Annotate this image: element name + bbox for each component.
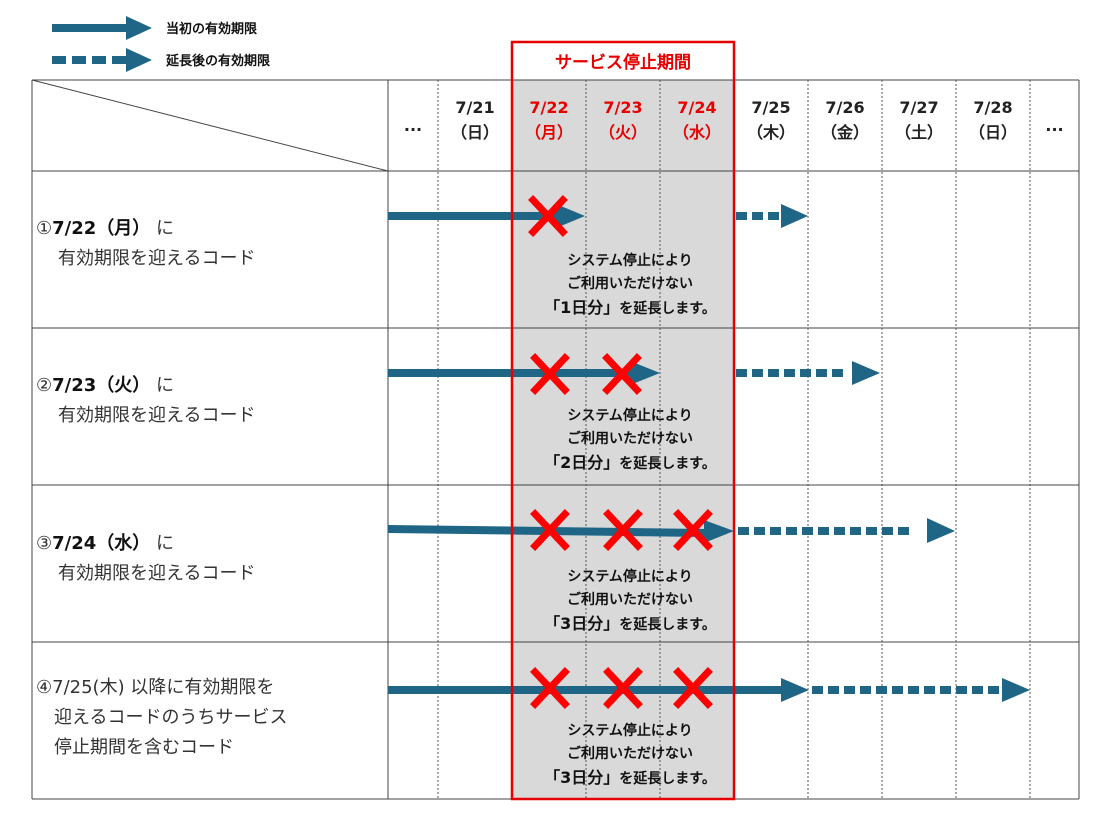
row-1-label: ①7/22（月） に 有効期限を迎えるコード [36, 218, 256, 269]
cross-icon [602, 353, 642, 395]
stop-period-frame [510, 40, 736, 801]
cross-icon [528, 195, 568, 237]
header-col-ellipsis-end: ... [1045, 116, 1064, 135]
header-col-ellipsis-start: ... [403, 116, 423, 135]
cross-icon [530, 667, 570, 709]
stop-period-title: サービス停止期間 [555, 53, 691, 73]
row-4-label: ④7/25(木) 以降に有効期限を 迎えるコードのうちサービス 停止期間を含むコ… [36, 677, 288, 758]
header-col-0722: 7/22（月） [524, 98, 573, 142]
row-2-note: システム停止により ご利用いただけない 「2日分」を延長します。 [544, 408, 716, 472]
header-col-0725: 7/25（木） [746, 98, 795, 142]
cross-icon [673, 509, 713, 551]
cross-icon [603, 667, 643, 709]
header-col-0728: 7/28（日） [968, 98, 1017, 142]
legend-dotted-arrow-icon [52, 48, 152, 72]
header-col-0727: 7/27（土） [894, 98, 943, 142]
cross-icon [603, 509, 643, 551]
legend-solid-arrow-icon [52, 16, 152, 40]
legend-solid-label: 当初の有効期限 [166, 22, 258, 37]
row-4-note: システム停止により ご利用いただけない 「3日分」を延長します。 [544, 723, 716, 787]
cross-icon [530, 509, 570, 551]
header-col-0721: 7/21（日） [450, 98, 499, 142]
cross-icon [530, 353, 570, 395]
row-3-note: システム停止により ご利用いただけない 「3日分」を延長します。 [544, 569, 716, 633]
header-col-0726: 7/26（金） [820, 98, 869, 142]
row-2-label: ②7/23（火） に 有効期限を迎えるコード [36, 375, 256, 426]
cross-icon [673, 667, 713, 709]
row-1-note: システム停止により ご利用いただけない 「1日分」を延長します。 [544, 253, 716, 317]
header-col-0724: 7/24（水） [672, 98, 721, 142]
row-3-label: ③7/24（水） に 有効期限を迎えるコード [36, 533, 256, 584]
header-col-0723: 7/23（火） [598, 98, 647, 142]
legend-dotted-label: 延長後の有効期限 [166, 54, 271, 69]
